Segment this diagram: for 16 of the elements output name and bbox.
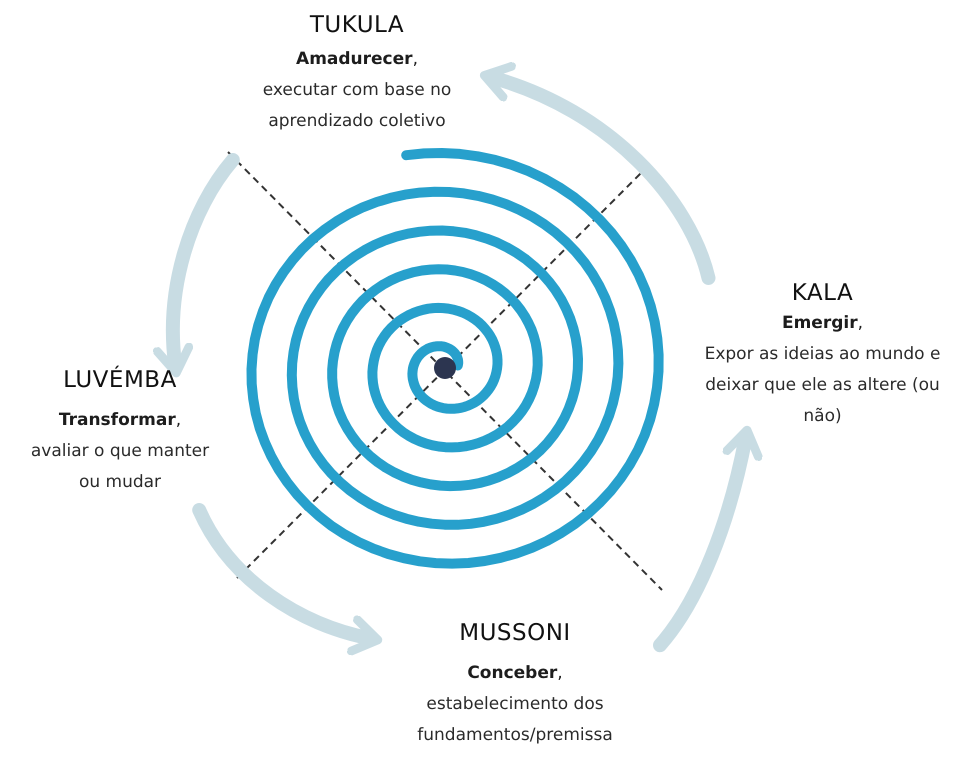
phase-description: Expor as ideias ao mundo e deixar que ele as altere (ou não) (704, 343, 942, 428)
phase-description: avaliar o que manter ou mudar (30, 440, 210, 494)
phase-title: LUVÉMBA (63, 365, 177, 395)
phase-title: MUSSONI (459, 619, 571, 648)
phase-verb: Emergir, (782, 312, 864, 335)
phase-description: executar com base no aprendizado coletivo (262, 79, 452, 133)
phase-verb: Amadurecer, (296, 48, 418, 71)
phase-verb: Conceber, (467, 662, 563, 685)
phase-description: estabelecimento dos fundamentos/premissa (416, 693, 614, 747)
curved-arrow (153, 153, 240, 378)
curved-arrow (192, 503, 382, 655)
phase-title: TUKULA (310, 11, 404, 40)
curved-arrow (480, 62, 716, 285)
phase-verb: Transformar, (58, 409, 182, 432)
phase-title: KALA (792, 279, 854, 308)
curved-arrow (653, 426, 762, 652)
